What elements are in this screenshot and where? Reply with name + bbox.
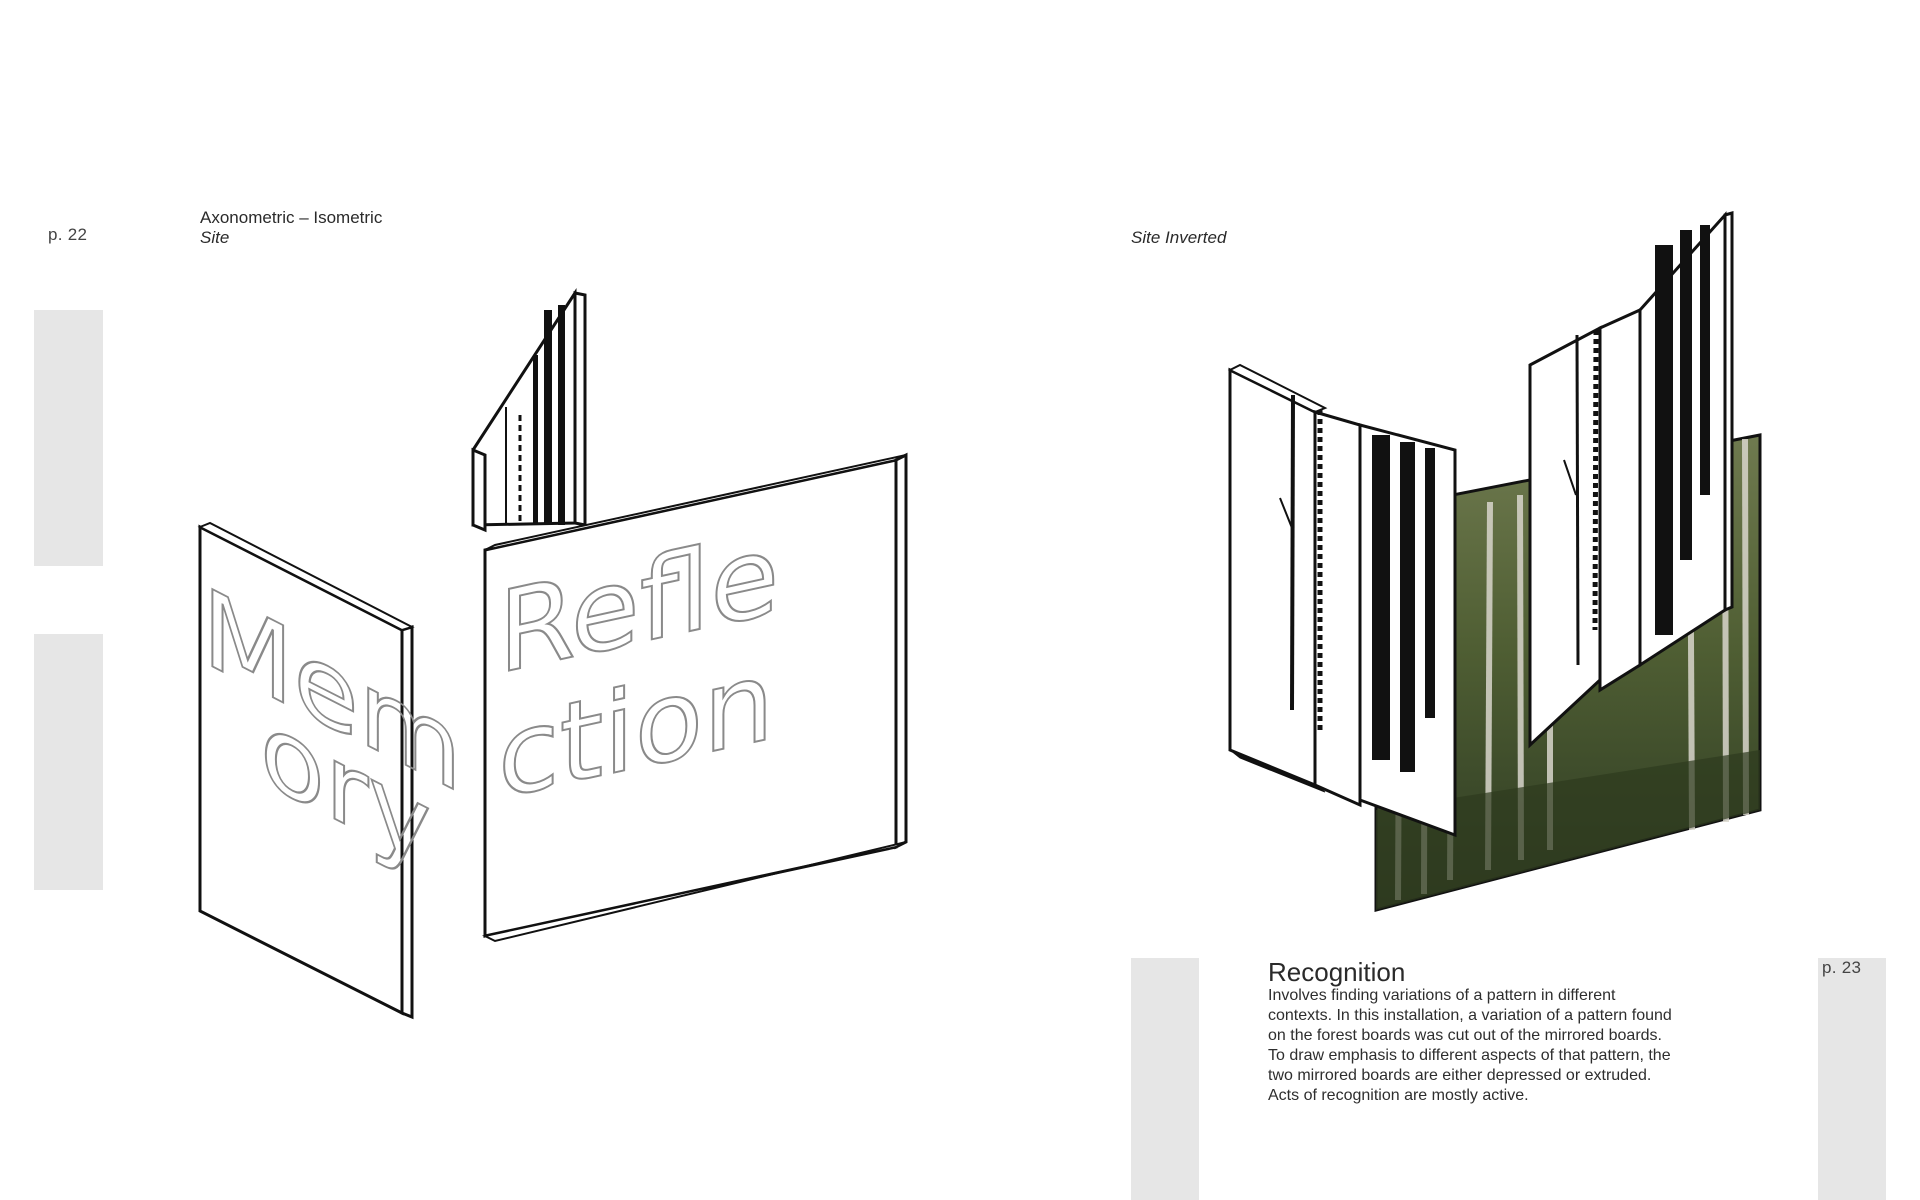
axonometric-drawing-site-inverted [1227,211,1762,912]
drawing-subtitle-site-inverted: Site Inverted [1131,228,1227,247]
side-bar-right-inner [1131,958,1199,1200]
forest-board-right [1528,325,1602,749]
drawing-title: Axonometric – Isometric [200,208,383,227]
paragraph-line: Involves finding variations of a pattern… [1268,987,1616,1004]
mirrored-board-left [1358,423,1457,838]
forest-board-left [1227,363,1362,808]
memory-board: Mem ory [197,521,463,1020]
paragraph-line: Acts of recognition are mostly active. [1268,1087,1529,1104]
page-number-left: p. 22 [48,225,88,244]
side-bar-top [34,310,103,566]
axonometric-drawing-site: Mem ory Refle ction [197,287,908,1020]
drawing-subtitle-site: Site [200,228,230,247]
paragraph-line: on the forest boards was cut out of the … [1268,1027,1662,1044]
paragraph-line: contexts. In this installation, a variat… [1268,1007,1672,1024]
paragraph-line: To draw emphasis to different aspects of… [1268,1047,1671,1064]
side-bar-right-outer [1818,958,1886,1200]
side-bar-bottom [34,634,103,890]
page-number-right: p. 23 [1822,958,1862,977]
section-heading-recognition: Recognition [1268,957,1406,987]
mirrored-board-right [1598,211,1734,693]
recognition-paragraph: Involves finding variations of a pattern… [1268,986,1738,1106]
reflection-board: Refle ction [482,452,908,943]
forest-board-back [471,287,587,533]
paragraph-line: two mirrored boards are either depressed… [1268,1067,1652,1084]
